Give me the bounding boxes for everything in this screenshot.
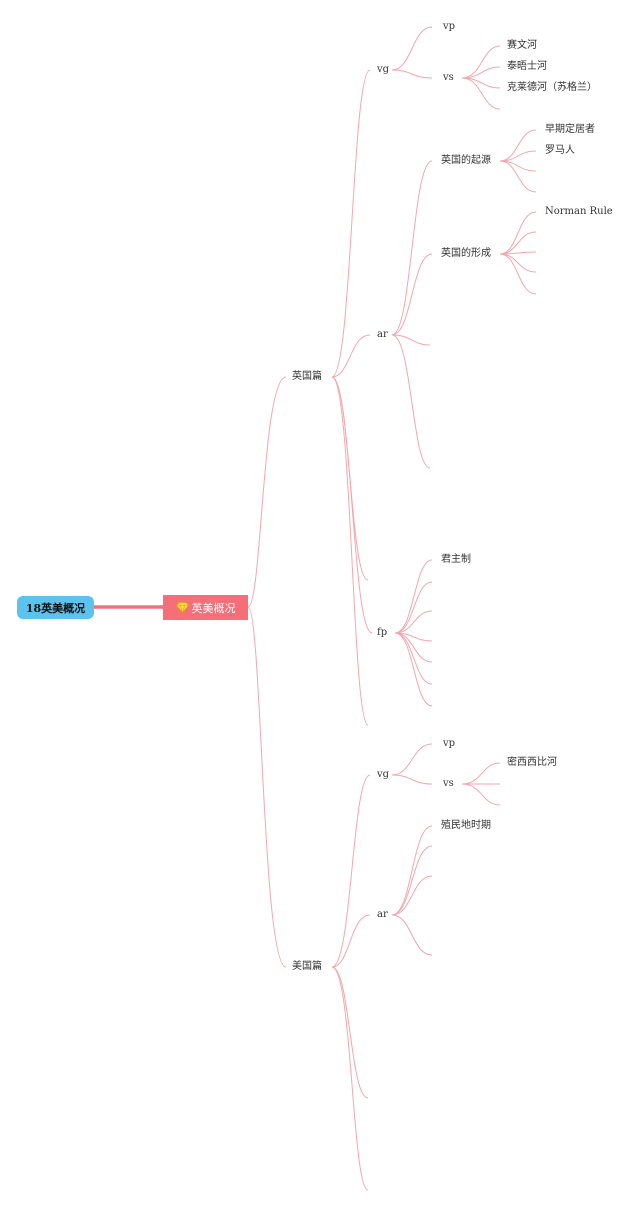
early-settlers-node[interactable]: 早期定居者 [545, 124, 595, 135]
formation-child-connector [499, 211, 537, 255]
norman-rule-node[interactable]: Norman Rule [545, 206, 613, 217]
uk-vg-vp-connector [391, 26, 433, 71]
colonial-period-node[interactable]: 殖民地时期 [441, 820, 491, 831]
main-topic-node[interactable]: 英美概况 [163, 595, 248, 620]
origin-child-connector [499, 160, 537, 193]
main-topic-label: 英美概况 [191, 601, 236, 615]
uk-fp-connector [331, 376, 373, 634]
fp-child-connector [394, 581, 433, 634]
us-vs-node[interactable]: vs [443, 778, 454, 789]
us-branch-connector [331, 966, 369, 1191]
uk-ar-branch-connector [391, 334, 431, 469]
romans-node[interactable]: 罗马人 [545, 145, 575, 156]
river-severn-node[interactable]: 赛文河 [507, 40, 537, 51]
uk-ar-connector [331, 334, 371, 378]
uk-vs-river-connector [461, 45, 501, 79]
uk-ar-node[interactable]: ar [377, 329, 388, 340]
root-node[interactable]: 18英美概况 [17, 596, 94, 619]
main-us-connector [247, 606, 287, 968]
uk-formation-node[interactable]: 英国的形成 [441, 248, 491, 259]
origin-child-connector [499, 150, 537, 162]
us-ar-connector [331, 914, 371, 968]
formation-child-connector [499, 253, 537, 273]
us-ar-child-connector [391, 845, 433, 916]
us-vg-connector [331, 774, 371, 968]
uk-vp-node[interactable]: vp [443, 21, 456, 32]
uk-ar-origin-connector [391, 160, 433, 336]
uk-topic-node[interactable]: 英国篇 [292, 371, 322, 382]
river-thames-node[interactable]: 泰晤士河 [507, 61, 547, 72]
us-ar-child-connector [391, 875, 433, 916]
uk-vs-node[interactable]: vs [443, 72, 454, 83]
uk-ar-branch-connector [391, 334, 431, 346]
fp-child-connector [394, 632, 433, 707]
us-vs-river-connector [461, 762, 501, 785]
river-mississippi-node[interactable]: 密西西比河 [507, 757, 557, 768]
uk-branch-connector [331, 376, 369, 726]
us-vg-node[interactable]: vg [377, 769, 390, 780]
us-vp-node[interactable]: vp [443, 738, 456, 749]
us-branch-connector [331, 966, 369, 1099]
uk-vg-vs-connector [391, 69, 433, 79]
fp-child-connector [394, 559, 433, 634]
monarchy-node[interactable]: 君主制 [441, 554, 471, 565]
us-vg-vs-connector [391, 774, 433, 785]
us-ar-node[interactable]: ar [377, 909, 388, 920]
uk-vs-river-connector [461, 66, 501, 79]
us-ar-child-connector [391, 914, 433, 956]
uk-origin-node[interactable]: 英国的起源 [441, 155, 491, 166]
us-vs-river-connector [461, 783, 501, 806]
fp-child-connector [394, 610, 433, 634]
uk-vs-river-connector [461, 77, 501, 110]
us-ar-child-connector [391, 825, 433, 916]
uk-ar-formation-connector [391, 253, 433, 336]
main-uk-connector [247, 376, 287, 608]
fp-child-connector [394, 632, 433, 685]
uk-vg-connector [331, 69, 371, 378]
uk-vg-node[interactable]: vg [377, 64, 390, 75]
uk-fp-node[interactable]: fp [377, 627, 388, 638]
formation-child-connector [499, 231, 537, 255]
river-clyde-node[interactable]: 克莱德河（苏格兰） [507, 82, 597, 93]
origin-child-connector [499, 129, 537, 162]
gem-icon [175, 602, 189, 613]
us-vg-vp-connector [391, 743, 433, 776]
formation-child-connector [499, 253, 537, 295]
us-topic-node[interactable]: 美国篇 [292, 961, 322, 972]
